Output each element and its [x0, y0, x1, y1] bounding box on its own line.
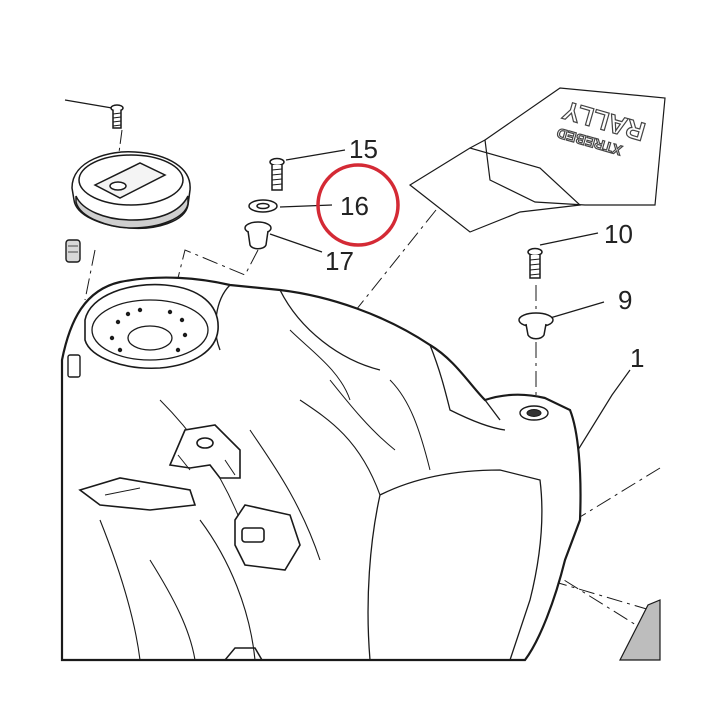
screw-15 [269, 157, 285, 191]
callout-15: 15 [349, 134, 378, 164]
callout-9: 9 [618, 285, 632, 315]
callout-1: 1 [630, 343, 644, 373]
screw-10 [527, 247, 543, 279]
callout-16: 16 [340, 191, 369, 221]
mount-bracket-lower [234, 504, 301, 571]
left-clip [67, 354, 81, 378]
collar-9 [518, 312, 554, 340]
leader-lines [269, 149, 631, 451]
bush-17 [244, 221, 272, 250]
bottom-corner-tab [224, 647, 263, 661]
decal-sheet [408, 87, 666, 233]
mount-bracket-left [78, 477, 197, 511]
fuel-cap [71, 151, 191, 230]
mount-bracket-center [168, 424, 241, 479]
decal-lettering: XTREBED RALLY [554, 94, 649, 159]
washer-16 [248, 199, 278, 213]
callout-17: 17 [325, 246, 354, 276]
highlight-circle [316, 163, 400, 247]
callout-10: 10 [604, 219, 633, 249]
left-grommet [65, 239, 81, 263]
cap-screw [64, 99, 124, 129]
fuel-tank [60, 276, 661, 662]
filler-neck [84, 283, 219, 369]
callout-labels: 15 16 17 10 9 1 [325, 134, 644, 373]
